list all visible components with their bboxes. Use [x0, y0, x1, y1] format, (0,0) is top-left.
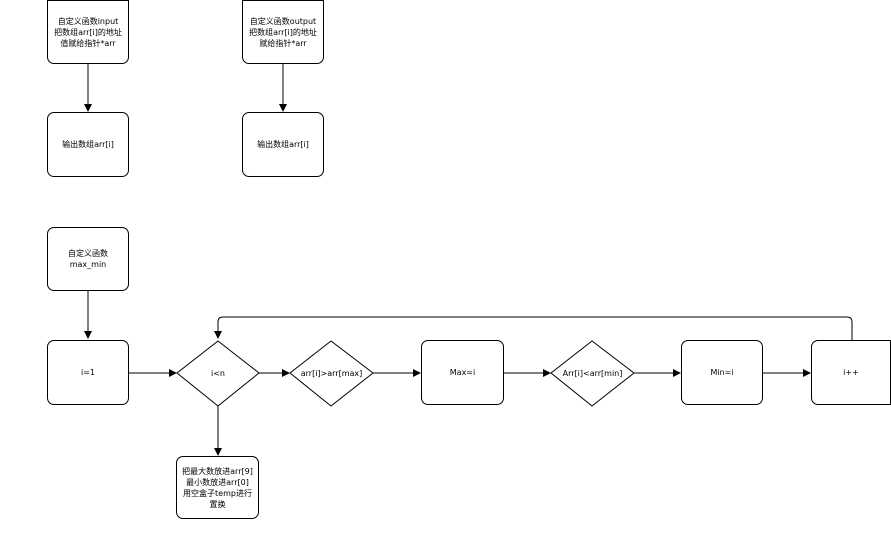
node-text: i<n — [211, 369, 225, 378]
node-text-line: i<n — [211, 369, 225, 378]
node-text-line: 把数组arr[i]的地址 — [54, 27, 122, 37]
node-text: i++ — [843, 367, 859, 378]
node-increment: i++ — [811, 340, 891, 405]
node-text-line: 把最大数放进arr[9] — [182, 466, 253, 476]
node-text-line: 值赋给指针*arr — [60, 38, 116, 48]
node-text-line: 自定义函数 — [68, 249, 108, 258]
node-text-line: Min=i — [710, 368, 734, 377]
decision-label-gt-max: arr[i]>arr[max] — [290, 341, 373, 406]
node-text-line: arr[i]>arr[max] — [300, 369, 363, 378]
node-text-line: i=1 — [80, 368, 95, 377]
node-print-arr-1: 输出数组arr[i] — [47, 112, 129, 177]
decision-label-lt-min: Arr[i]<arr[min] — [551, 341, 634, 406]
node-text-line: 输出数组arr[i] — [62, 140, 114, 149]
decision-label-i-lt-n: i<n — [177, 341, 259, 406]
decision-gt-max — [289, 340, 374, 407]
decision-i-lt-n — [176, 340, 260, 407]
node-text: 把最大数放进arr[9]最小数放进arr[0]用空盒子temp进行置换 — [182, 466, 253, 510]
node-set-max: Max=i — [421, 340, 504, 405]
decision-lt-min — [550, 340, 635, 407]
node-print-arr-2: 输出数组arr[i] — [242, 112, 324, 177]
node-text: i=1 — [81, 367, 95, 378]
node-text: 自定义函数 max_min — [68, 248, 108, 270]
node-text-line: max_min — [69, 260, 107, 269]
node-text: Min=i — [710, 367, 733, 378]
node-swap-result: 把最大数放进arr[9]最小数放进arr[0]用空盒子temp进行置换 — [176, 456, 259, 519]
node-text: 输出数组arr[i] — [62, 139, 114, 150]
node-text: Max=i — [450, 367, 475, 378]
node-text-line: 自定义函数output — [249, 16, 317, 26]
node-text-line: Max=i — [449, 368, 476, 377]
node-text-line: 自定义函数input — [57, 16, 119, 26]
node-maxmin-func: 自定义函数 max_min — [47, 227, 129, 291]
node-text-line: i++ — [843, 368, 859, 377]
node-text-line: 输出数组arr[i] — [257, 140, 309, 149]
node-text: 输出数组arr[i] — [257, 139, 309, 150]
node-text: Arr[i]<arr[min] — [563, 369, 623, 378]
node-init-i: i=1 — [47, 340, 129, 405]
node-set-min: Min=i — [681, 340, 763, 405]
node-text-line: 最小数放进arr[0] — [186, 477, 249, 487]
node-text-line: Arr[i]<arr[min] — [562, 369, 623, 378]
node-text-line: 把数组arr[i]的地址 — [249, 27, 317, 37]
node-text: arr[i]>arr[max] — [301, 369, 363, 378]
node-text-line: 置换 — [209, 499, 226, 509]
edge-loop-back — [214, 316, 853, 340]
node-text-line: 用空盒子temp进行 — [183, 488, 252, 498]
node-text-line: 赋给指针*arr — [259, 38, 307, 48]
